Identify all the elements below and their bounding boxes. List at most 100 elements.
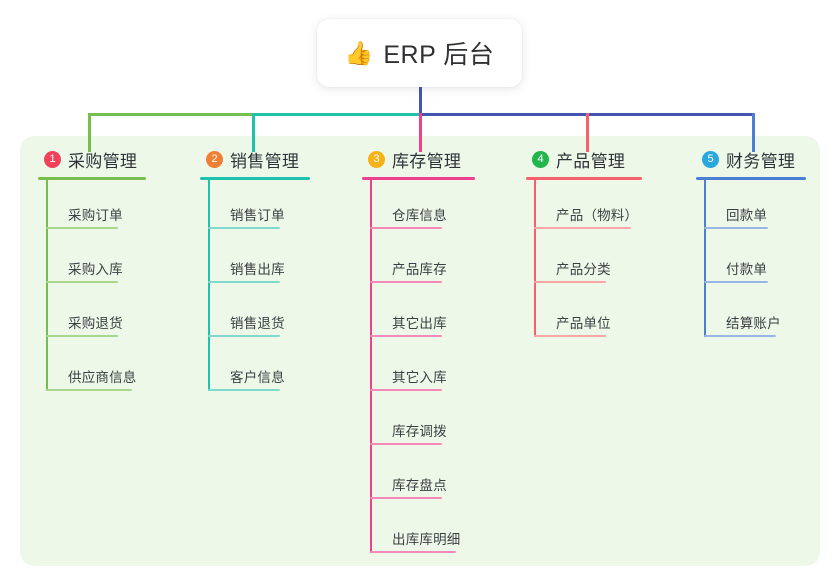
branch-item-underline [370,335,442,337]
branch-item-label: 其它入库 [392,370,447,385]
branch-underline [696,177,806,180]
diagram-panel [20,136,820,566]
branch-header-4[interactable]: 4 产品管理 [526,146,642,172]
branch-item-label: 销售退货 [230,316,285,331]
branch-item[interactable]: 产品（物料） [534,180,642,234]
branch-item-underline [370,227,442,229]
branch-number-badge: 4 [532,150,549,168]
branch-item-label: 仓库信息 [392,208,447,223]
branch-title: 产品管理 [556,151,626,171]
branch-item[interactable]: 结算账户 [704,288,806,342]
branch-item-label: 产品分类 [556,262,611,277]
branch-spine [46,180,48,391]
branch-item[interactable]: 客户信息 [208,342,310,396]
branch-title: 销售管理 [230,151,300,171]
branch-spine [534,180,536,337]
branch-item-label: 产品单位 [556,316,611,331]
branch-item[interactable]: 仓库信息 [370,180,475,234]
branch-title: 采购管理 [68,151,138,171]
branch-item-underline [370,551,456,553]
branch-spine [208,180,210,391]
branch-number-badge: 2 [206,150,223,168]
branch-item[interactable]: 供应商信息 [46,342,146,396]
branch-item-underline [704,227,768,229]
branch-spine [704,180,706,337]
branch-item[interactable]: 销售退货 [208,288,310,342]
thumbs-up-icon: 👍 [344,39,374,66]
branch-item[interactable]: 产品单位 [534,288,642,342]
branch-item-label: 采购入库 [68,262,123,277]
branch-item[interactable]: 回款单 [704,180,806,234]
drop-sales [252,113,255,152]
branch-item-underline [46,389,132,391]
bus-segment-green [88,113,255,116]
branch-item-label: 供应商信息 [68,370,137,385]
branch-item-label: 产品（物料） [556,208,639,223]
branch-items: 销售订单销售出库销售退货客户信息 [200,180,310,396]
branch-spine [370,180,372,553]
branch-column-2: 2 销售管理销售订单销售出库销售退货客户信息 [200,146,310,396]
branch-item-underline [208,281,280,283]
branch-underline [200,177,310,180]
branch-item[interactable]: 销售出库 [208,234,310,288]
branch-item-underline [46,281,118,283]
branch-item[interactable]: 其它出库 [370,288,475,342]
branch-items: 产品（物料） 产品分类产品单位 [526,180,642,342]
branch-item-label: 库存盘点 [392,478,447,493]
root-node[interactable]: 👍 ERP 后台 [317,19,522,87]
branch-item-underline [370,497,442,499]
branch-number-badge: 5 [702,150,719,168]
branch-item-label: 库存调拨 [392,424,447,439]
branch-item-underline [208,335,280,337]
branch-item[interactable]: 付款单 [704,234,806,288]
branch-item[interactable]: 库存盘点 [370,450,475,504]
branch-items: 采购订单采购入库采购退货供应商信息 [38,180,146,396]
branch-item[interactable]: 采购订单 [46,180,146,234]
branch-item-underline [370,443,442,445]
branch-underline [526,177,642,180]
branch-item-label: 客户信息 [230,370,285,385]
branch-item-underline [704,335,776,337]
drop-inventory [419,113,422,152]
drop-product [586,113,589,152]
branch-item[interactable]: 采购退货 [46,288,146,342]
branch-item-underline [208,227,280,229]
branch-item-label: 产品库存 [392,262,447,277]
branch-item[interactable]: 采购入库 [46,234,146,288]
branch-item[interactable]: 库存调拨 [370,396,475,450]
branch-item[interactable]: 其它入库 [370,342,475,396]
branch-item[interactable]: 产品分类 [534,234,642,288]
branch-item-label: 结算账户 [726,316,781,331]
drop-finance [752,113,755,152]
branch-item-label: 采购订单 [68,208,123,223]
branch-item-underline [46,227,118,229]
branch-item-underline [534,281,606,283]
branch-underline [362,177,475,180]
branch-item-label: 采购退货 [68,316,123,331]
branch-items: 仓库信息产品库存其它出库其它入库库存调拨库存盘点出库库明细 [362,180,475,558]
branch-column-4: 4 产品管理产品（物料） 产品分类产品单位 [526,146,642,342]
branch-item[interactable]: 产品库存 [370,234,475,288]
branch-number-badge: 3 [368,150,385,168]
branch-item[interactable]: 出库库明细 [370,504,475,558]
branch-item-underline [534,335,606,337]
branch-item-underline [704,281,768,283]
drop-purchase [88,113,91,152]
branch-item-label: 出库库明细 [392,532,461,547]
connector-trunk [419,87,422,116]
branch-item-underline [46,335,118,337]
branch-item-underline [370,389,442,391]
branch-item-label: 销售出库 [230,262,285,277]
branch-item-underline [534,227,631,229]
branch-header-2[interactable]: 2 销售管理 [200,146,310,172]
branch-underline [38,177,146,180]
branch-item-underline [208,389,280,391]
branch-item-label: 付款单 [726,262,768,277]
branch-item[interactable]: 销售订单 [208,180,310,234]
